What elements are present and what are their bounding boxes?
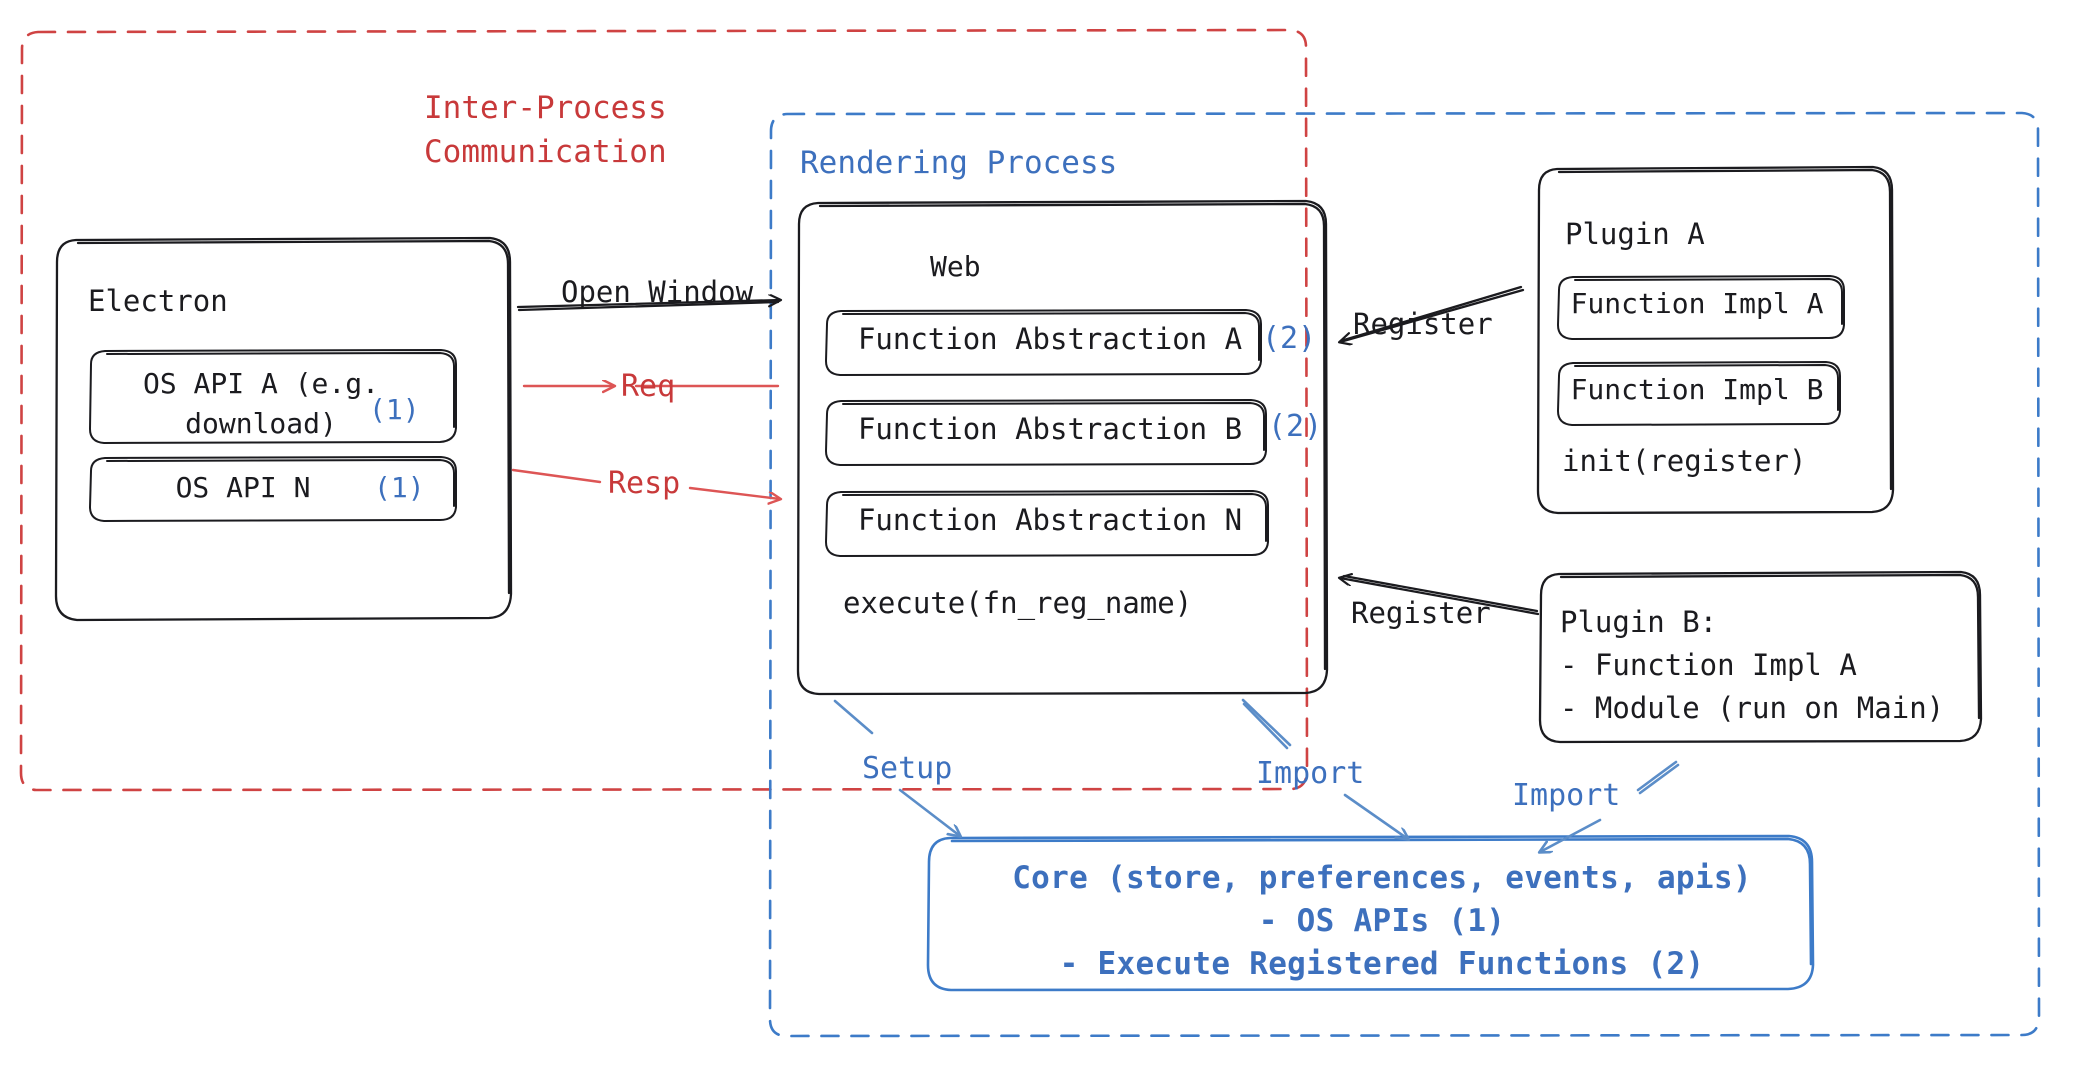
function-abstraction-a-label: Function Abstraction A xyxy=(857,322,1243,356)
function-impl-a-label: Function Impl A xyxy=(1570,287,1824,320)
rendering-process-container-label: Rendering Process xyxy=(800,145,1118,181)
os-api-a-label: OS API A (e.g. download) xyxy=(142,367,379,441)
function-abstraction-b-badge: (2) xyxy=(1268,409,1323,444)
web-box-title: Web xyxy=(930,250,981,283)
arrow-label-open-window: Open Window xyxy=(561,275,754,309)
os-api-a-badge: (1) xyxy=(369,393,420,426)
os-api-n-badge: (1) xyxy=(374,471,425,504)
arrow-label-resp: Resp xyxy=(608,466,681,501)
function-abstraction-b-label: Function Abstraction B xyxy=(857,412,1243,446)
plugin-a-title: Plugin A xyxy=(1565,217,1705,251)
plugin-a-init-label: init(register) xyxy=(1562,444,1807,478)
arrow-label-req: Req xyxy=(621,369,676,404)
os-api-n-label: OS API N xyxy=(175,471,311,504)
arrow-label-register-top: Register xyxy=(1353,307,1493,341)
web-execute-method: execute(fn_reg_name) xyxy=(843,586,1193,620)
core-line-1: Core (store, preferences, events, apis) xyxy=(1012,860,1752,896)
function-abstraction-a-badge: (2) xyxy=(1262,321,1317,356)
arrow-label-setup: Setup xyxy=(862,751,953,786)
ipc-container-label: Inter-Process Communication xyxy=(424,90,667,171)
core-line-2: - OS APIs (1) xyxy=(1258,902,1506,939)
function-impl-b-label: Function Impl B xyxy=(1570,373,1824,406)
electron-box-title: Electron xyxy=(88,284,228,318)
function-abstraction-n-label: Function Abstraction N xyxy=(857,503,1243,537)
core-box-content: Core (store, preferences, events, apis) -… xyxy=(942,857,1822,985)
core-line-3: - Execute Registered Functions (2) xyxy=(1059,945,1705,982)
plugin-b-title: Plugin B: xyxy=(1560,605,1718,639)
arrow-label-register-bottom: Register xyxy=(1351,596,1491,630)
plugin-b-line-1: - Function Impl A xyxy=(1560,647,1857,682)
plugin-b-line-2: - Module (run on Main) xyxy=(1560,690,1945,725)
arrow-label-import-plugin-b: Import xyxy=(1512,778,1621,813)
arrow-label-import-web: Import xyxy=(1256,756,1365,791)
plugin-b-content: Plugin B: - Function Impl A - Module (run … xyxy=(1560,601,1944,730)
